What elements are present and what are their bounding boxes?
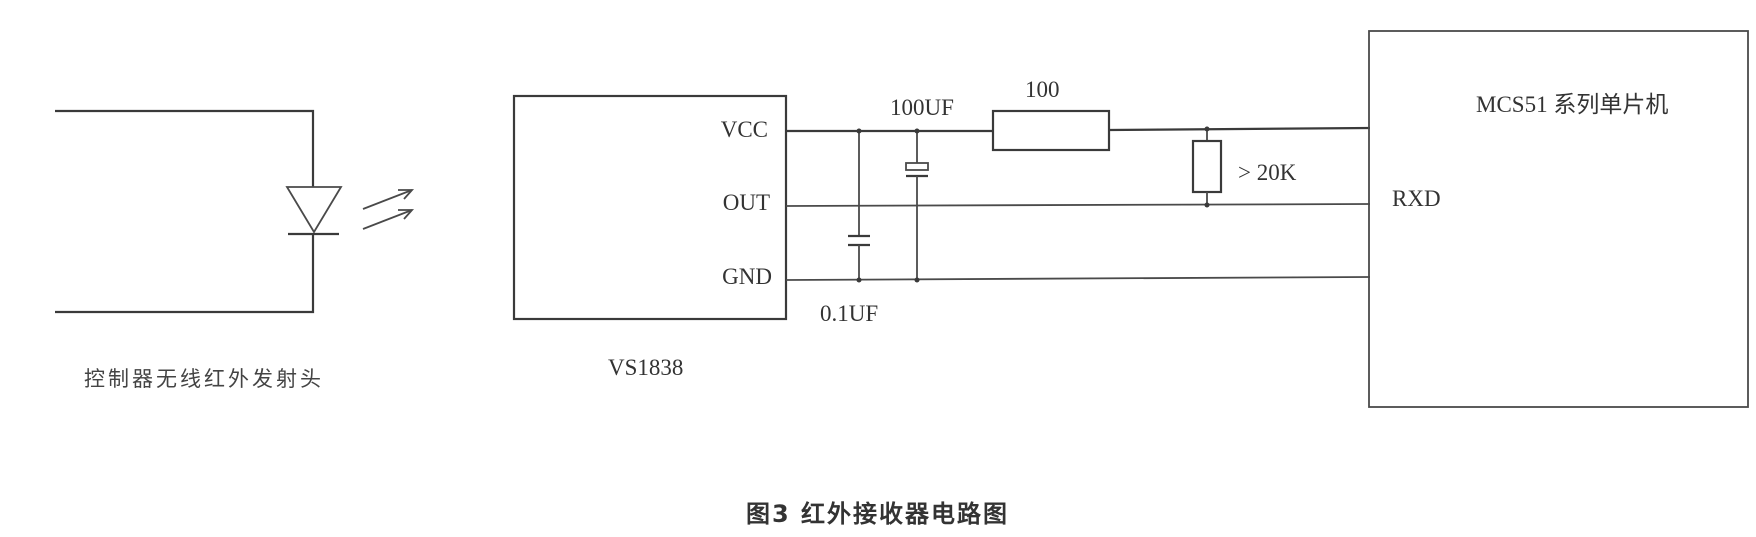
receiver-module: VCC OUT GND VS1838 xyxy=(512,94,788,380)
resistor-pullup-label: > 20K xyxy=(1238,160,1297,185)
mcu-rxd-label: RXD xyxy=(1392,186,1441,211)
pin-out-label: OUT xyxy=(723,190,770,215)
resistor-100: 100 xyxy=(991,77,1111,152)
vcc-wire-right xyxy=(1108,126,1371,132)
transmitter-bottom-wire xyxy=(55,234,315,314)
mcu-name: MCS51 系列单片机 xyxy=(1476,92,1668,117)
infrared-led-icon xyxy=(285,186,343,236)
mcu-box xyxy=(1368,30,1749,408)
receiver-module-box xyxy=(512,94,788,321)
resistor-pullup: > 20K xyxy=(1191,126,1297,208)
capacitor-100uf-label: 100UF xyxy=(890,95,954,120)
out-wire xyxy=(785,203,1371,207)
receiver-module-name: VS1838 xyxy=(608,355,683,380)
pin-vcc-label: VCC xyxy=(721,117,768,142)
capacitor-100uf: 100UF xyxy=(890,95,954,283)
figure-caption: 图3 红外接收器电路图 xyxy=(746,500,1009,528)
gnd-wire xyxy=(785,276,1371,281)
resistor-100-label: 100 xyxy=(1025,77,1060,102)
wires xyxy=(785,126,1371,281)
emission-arrows-icon xyxy=(362,189,415,230)
capacitor-0.1uf-label: 0.1UF xyxy=(820,301,878,326)
mcu: MCS51 系列单片机 RXD xyxy=(1368,30,1749,408)
transmitter-label: 控制器无线红外发射头 xyxy=(84,367,324,391)
transmitter-circuit: 控制器无线红外发射头 xyxy=(55,109,415,391)
pin-gnd-label: GND xyxy=(722,264,772,289)
transmitter-top-wire xyxy=(55,109,315,187)
capacitor-0.1uf: 0.1UF xyxy=(820,128,878,326)
